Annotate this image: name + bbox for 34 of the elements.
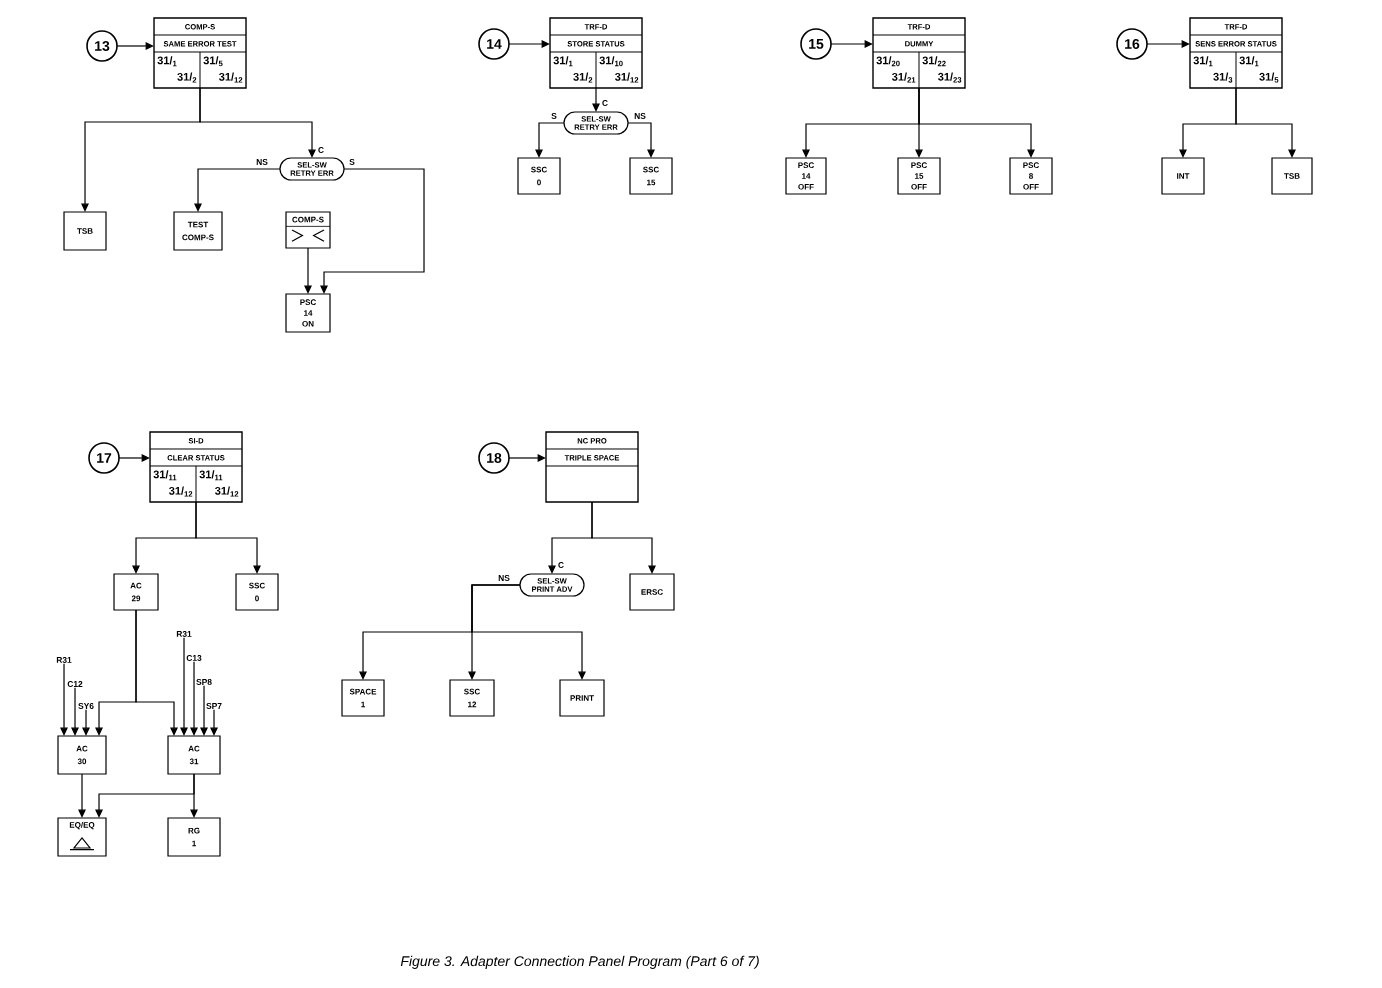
- header-box: [1189, 17, 1283, 89]
- header-box: [149, 431, 243, 503]
- arrow: [60, 663, 68, 736]
- arrow: [592, 87, 600, 112]
- arrow: [304, 247, 312, 294]
- arrow: [82, 709, 90, 736]
- header-box: [549, 17, 643, 89]
- arrow: [471, 584, 586, 680]
- arrow: [508, 454, 546, 462]
- header-box: [872, 17, 966, 89]
- arrow: [1146, 40, 1190, 48]
- arrow: [194, 168, 281, 212]
- arrow: [320, 168, 425, 294]
- arrow: [200, 685, 208, 736]
- arrow: [190, 773, 198, 818]
- arrow: [535, 122, 565, 158]
- arrow: [78, 773, 86, 818]
- arrow: [1235, 87, 1296, 158]
- arrow: [591, 501, 656, 574]
- arrow: [210, 709, 218, 736]
- header-box: [545, 431, 639, 503]
- arrow: [199, 87, 316, 158]
- arrow: [180, 637, 188, 736]
- arrow: [918, 87, 1035, 158]
- arrow: [71, 687, 79, 736]
- arrow: [116, 42, 154, 50]
- arrow: [195, 501, 261, 574]
- arrow: [508, 40, 550, 48]
- arrow: [830, 40, 873, 48]
- arrow: [118, 454, 150, 462]
- arrow: [190, 661, 198, 736]
- header-box: [153, 17, 247, 89]
- arrow: [627, 122, 655, 158]
- arrow: [135, 609, 178, 736]
